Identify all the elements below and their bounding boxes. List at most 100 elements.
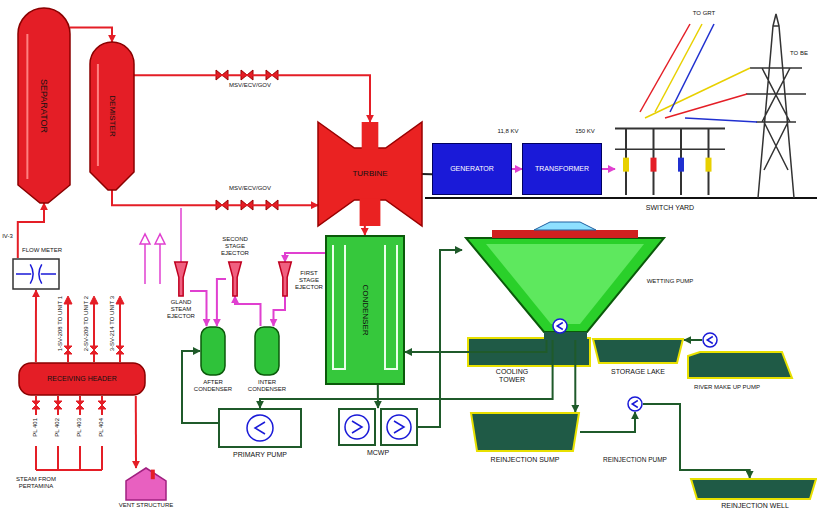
node-caption: INTER CONDENSER (242, 379, 292, 393)
supply-pipe (32, 401, 40, 409)
node-caption: REINJECTION WELL (710, 502, 800, 510)
primary-pump-shape (219, 409, 301, 447)
node-text: GENERATOR (450, 165, 494, 173)
after-condenser-shape (201, 327, 225, 375)
supply-pipe (54, 401, 62, 409)
annotation-label: MSV/ECV/GOV (210, 185, 290, 192)
node-text: TRANSFORMER (535, 165, 589, 173)
second-ejector-shape (229, 262, 242, 296)
mcwp-pump-shape (352, 421, 362, 433)
ejector-steam-line (140, 208, 181, 284)
wetting-pump-shape (553, 319, 567, 333)
reinjection-pump-shape (627, 396, 643, 412)
supply-pipe (98, 401, 106, 409)
separator-vessel-shape (26, 34, 28, 179)
flow-meter: FLOW METER (12, 258, 60, 290)
condenser-shape (326, 236, 404, 384)
transmission-tower (746, 14, 806, 198)
reinjection-well: REINJECTION WELL (690, 478, 817, 500)
reinjection-pump: REINJECTION PUMP (627, 396, 643, 412)
cooling-tower-shape (486, 244, 644, 324)
inter-condenser: INTER CONDENSER (254, 326, 280, 376)
pipe-connector (574, 340, 576, 412)
cooling-tower-shape (544, 332, 587, 340)
unit-pipe (64, 296, 124, 362)
transmission-tower (746, 14, 806, 198)
switch-yard-shape (623, 158, 629, 172)
primary-pump-shape (218, 408, 302, 448)
primary-pump-shape (247, 415, 273, 441)
transformer-box-shape (523, 144, 602, 195)
turbine-shape (318, 122, 422, 226)
annotation-label: PL 403 (76, 418, 83, 437)
reinjection-well-shape (691, 479, 816, 499)
annotation-label: PL 402 (54, 418, 61, 437)
pipe-connector (285, 253, 325, 262)
node-caption: COOLING TOWER (482, 368, 542, 384)
flow-meter-shape (16, 264, 56, 283)
mcwp-pump-shape (381, 409, 417, 445)
ejector-steam-line (144, 242, 146, 284)
cooling-tower-shape (534, 222, 596, 230)
supply-pipe (36, 446, 102, 470)
annotation-label: MSV/ECV/GOV (210, 82, 290, 89)
supply-pipe (76, 401, 84, 409)
mcwp-pump: MCWP (338, 408, 418, 446)
demister-vessel-shape (90, 42, 134, 190)
river-pool (688, 352, 792, 378)
unit-pipe (64, 296, 72, 304)
pipe-connector (418, 250, 462, 427)
power-line (640, 24, 757, 122)
annotation-label: PL 404 (98, 418, 105, 437)
supply-pipe (32, 396, 106, 470)
unit-pipe (116, 296, 124, 304)
pipe-connector (364, 226, 366, 235)
annotation-label: 150 KV (565, 128, 605, 135)
reinjection-pump-shape (632, 401, 638, 408)
node-caption: VENT STRUCTURE (116, 502, 176, 509)
pipe-connector (643, 404, 750, 478)
receiving-header: RECEIVING HEADER (18, 362, 146, 396)
unit-pipe (90, 296, 98, 304)
generator-box: GENERATOR (432, 143, 512, 195)
turbine: TURBINE (318, 122, 422, 226)
node-caption: FIRST STAGE EJECTOR (295, 270, 323, 291)
annotation-label: 1-SV-208 TO UNIT 1 (57, 296, 64, 351)
wetting-pump: WETTING PUMP (552, 318, 568, 334)
storage-lake-shape (592, 338, 684, 364)
node-caption: REINJECTION PUMP (600, 456, 670, 463)
generator-box-shape (433, 144, 512, 195)
mcwp-pump-shape (338, 408, 418, 446)
switch-yard-shape (651, 158, 657, 172)
vent-structure-shape (151, 470, 155, 480)
make-up-pump-shape (703, 333, 717, 347)
vent-structure: VENT STRUCTURE (126, 468, 166, 500)
pipe-connector (135, 396, 137, 468)
power-line (655, 24, 702, 112)
node-text: SEPARATOR (39, 78, 49, 132)
mcwp-pump-shape (339, 409, 375, 445)
annotation-label: TO GRT (684, 10, 724, 17)
ejector-steam-line (180, 208, 182, 262)
mcwp-pump-shape (387, 415, 411, 439)
annotation-label: TO BE (784, 50, 814, 57)
pipe-connector (134, 75, 370, 122)
pipe-connector (112, 190, 318, 205)
gland-ejector-shape (172, 262, 190, 296)
demister-vessel-shape (97, 64, 99, 166)
pipe-connector (405, 340, 547, 352)
switch-yard: SWITCH YARD (615, 112, 725, 195)
power-line (670, 24, 714, 112)
node-text: TURBINE (352, 169, 387, 178)
node-caption: AFTER CONDENSER (188, 379, 238, 393)
node-caption: STORAGE LAKE (608, 368, 668, 376)
first-ejector-shape (276, 262, 294, 296)
separator-vessel: SEPARATOR (18, 8, 70, 203)
gland-ejector-shape (175, 262, 188, 296)
vent-structure-shape (126, 468, 166, 500)
inter-condenser-shape (254, 326, 280, 376)
ejector-steam-line (159, 242, 161, 284)
annotation-label: PL 401 (32, 418, 39, 437)
separator-vessel-shape (18, 8, 70, 203)
node-caption: RIVER MAKE UP PUMP (692, 384, 762, 391)
